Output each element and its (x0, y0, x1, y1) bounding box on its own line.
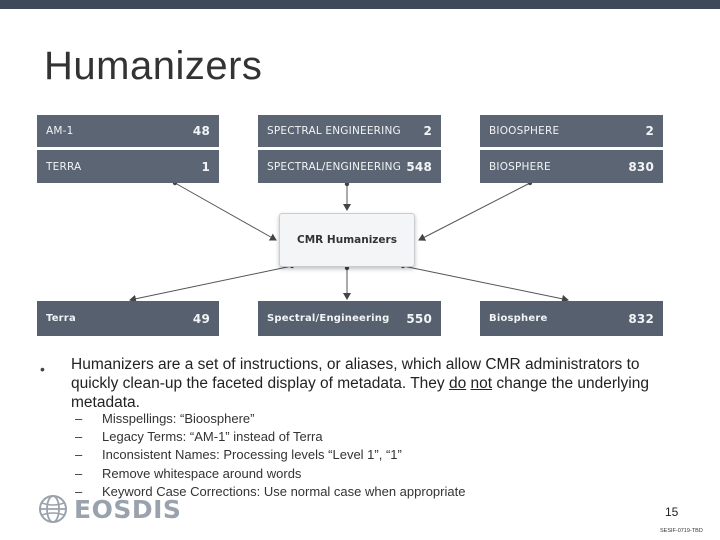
list-item: – Remove whitespace around words (75, 465, 595, 483)
box-value: 1 (201, 159, 210, 174)
box-value: 2 (645, 124, 654, 138)
box-value: 550 (406, 311, 432, 326)
list-item: – Inconsistent Names: Processing levels “… (75, 446, 595, 464)
arrow-left-in (174, 182, 277, 241)
box-value: 2 (423, 124, 432, 138)
main-text-underline-do: do (448, 375, 467, 392)
box-label: BIOOSPHERE (489, 125, 560, 137)
list-item: – Misspellings: “Bioosphere” (75, 410, 595, 428)
box-label: BIOSPHERE (489, 160, 551, 173)
main-text-part2: change the underlying metadata. (71, 375, 649, 411)
document-number: SESIF-0719-TBD (660, 528, 703, 534)
dash-marker: – (75, 465, 83, 481)
arrow-right-out (402, 265, 569, 303)
box-value: 49 (192, 311, 210, 326)
box-terra-upper: TERRA 1 (37, 150, 219, 183)
logo-text: EOSDIS (74, 494, 182, 524)
box-value: 832 (628, 311, 654, 326)
box-value: 548 (406, 159, 432, 174)
box-label: SPECTRAL ENGINEERING (267, 125, 401, 137)
box-label: Spectral/Engineering (267, 313, 390, 324)
eosdis-logo: EOSDIS (38, 494, 181, 524)
box-spectral-engineering: SPECTRAL ENGINEERING 2 (258, 115, 441, 147)
slide-title: Humanizers (44, 44, 263, 88)
sub-item-text: Inconsistent Names: Processing levels “L… (102, 447, 402, 463)
dash-marker: – (75, 483, 83, 499)
top-bar (0, 0, 720, 9)
box-biosphere-upper: BIOSPHERE 830 (480, 150, 663, 183)
box-value: 48 (192, 124, 210, 138)
box-label: Biosphere (489, 313, 548, 324)
sub-item-text: Misspellings: “Bioosphere” (102, 411, 255, 426)
box-label: SPECTRAL/ENGINEERING (267, 160, 402, 173)
main-text-part1: Humanizers are a set of instructions, or… (71, 356, 640, 392)
sub-item-text: Keyword Case Corrections: Use normal cas… (102, 483, 466, 499)
list-item: – Keyword Case Corrections: Use normal ca… (75, 483, 595, 501)
box-label: AM-1 (46, 125, 74, 137)
main-text-underline-not: not (470, 375, 493, 392)
sub-item-text: Legacy Terms: “AM-1” instead of Terra (102, 429, 323, 445)
box-biosphere-output: Biosphere 832 (480, 301, 663, 336)
box-spectral-slash-engineering: SPECTRAL/ENGINEERING 548 (258, 150, 441, 183)
cmr-humanizers-hub: CMR Humanizers (279, 213, 415, 267)
sub-item-text: Remove whitespace around words (102, 465, 302, 481)
box-label: Terra (46, 313, 76, 324)
bullet-dot: • (40, 361, 45, 377)
dash-marker: – (75, 447, 83, 463)
arrow-right-in (418, 182, 531, 241)
box-bioosphere: BIOOSPHERE 2 (480, 115, 663, 147)
main-bullet-text: Humanizers are a set of instructions, or… (71, 355, 681, 412)
box-am-1: AM-1 48 (37, 115, 219, 147)
dash-marker: – (75, 429, 83, 445)
globe-icon (39, 495, 67, 523)
box-terra-output: Terra 49 (37, 301, 219, 336)
sub-bullet-list: – Misspellings: “Bioosphere” – Legacy Term… (75, 410, 595, 501)
box-value: 830 (628, 159, 654, 174)
list-item: – Legacy Terms: “AM-1” instead of Terra (75, 428, 595, 446)
box-label: TERRA (46, 160, 82, 173)
arrow-left-out (129, 265, 293, 303)
page-number: 15 (665, 505, 679, 519)
box-spectral-engineering-output: Spectral/Engineering 550 (258, 301, 441, 336)
dash-marker: – (75, 411, 83, 426)
